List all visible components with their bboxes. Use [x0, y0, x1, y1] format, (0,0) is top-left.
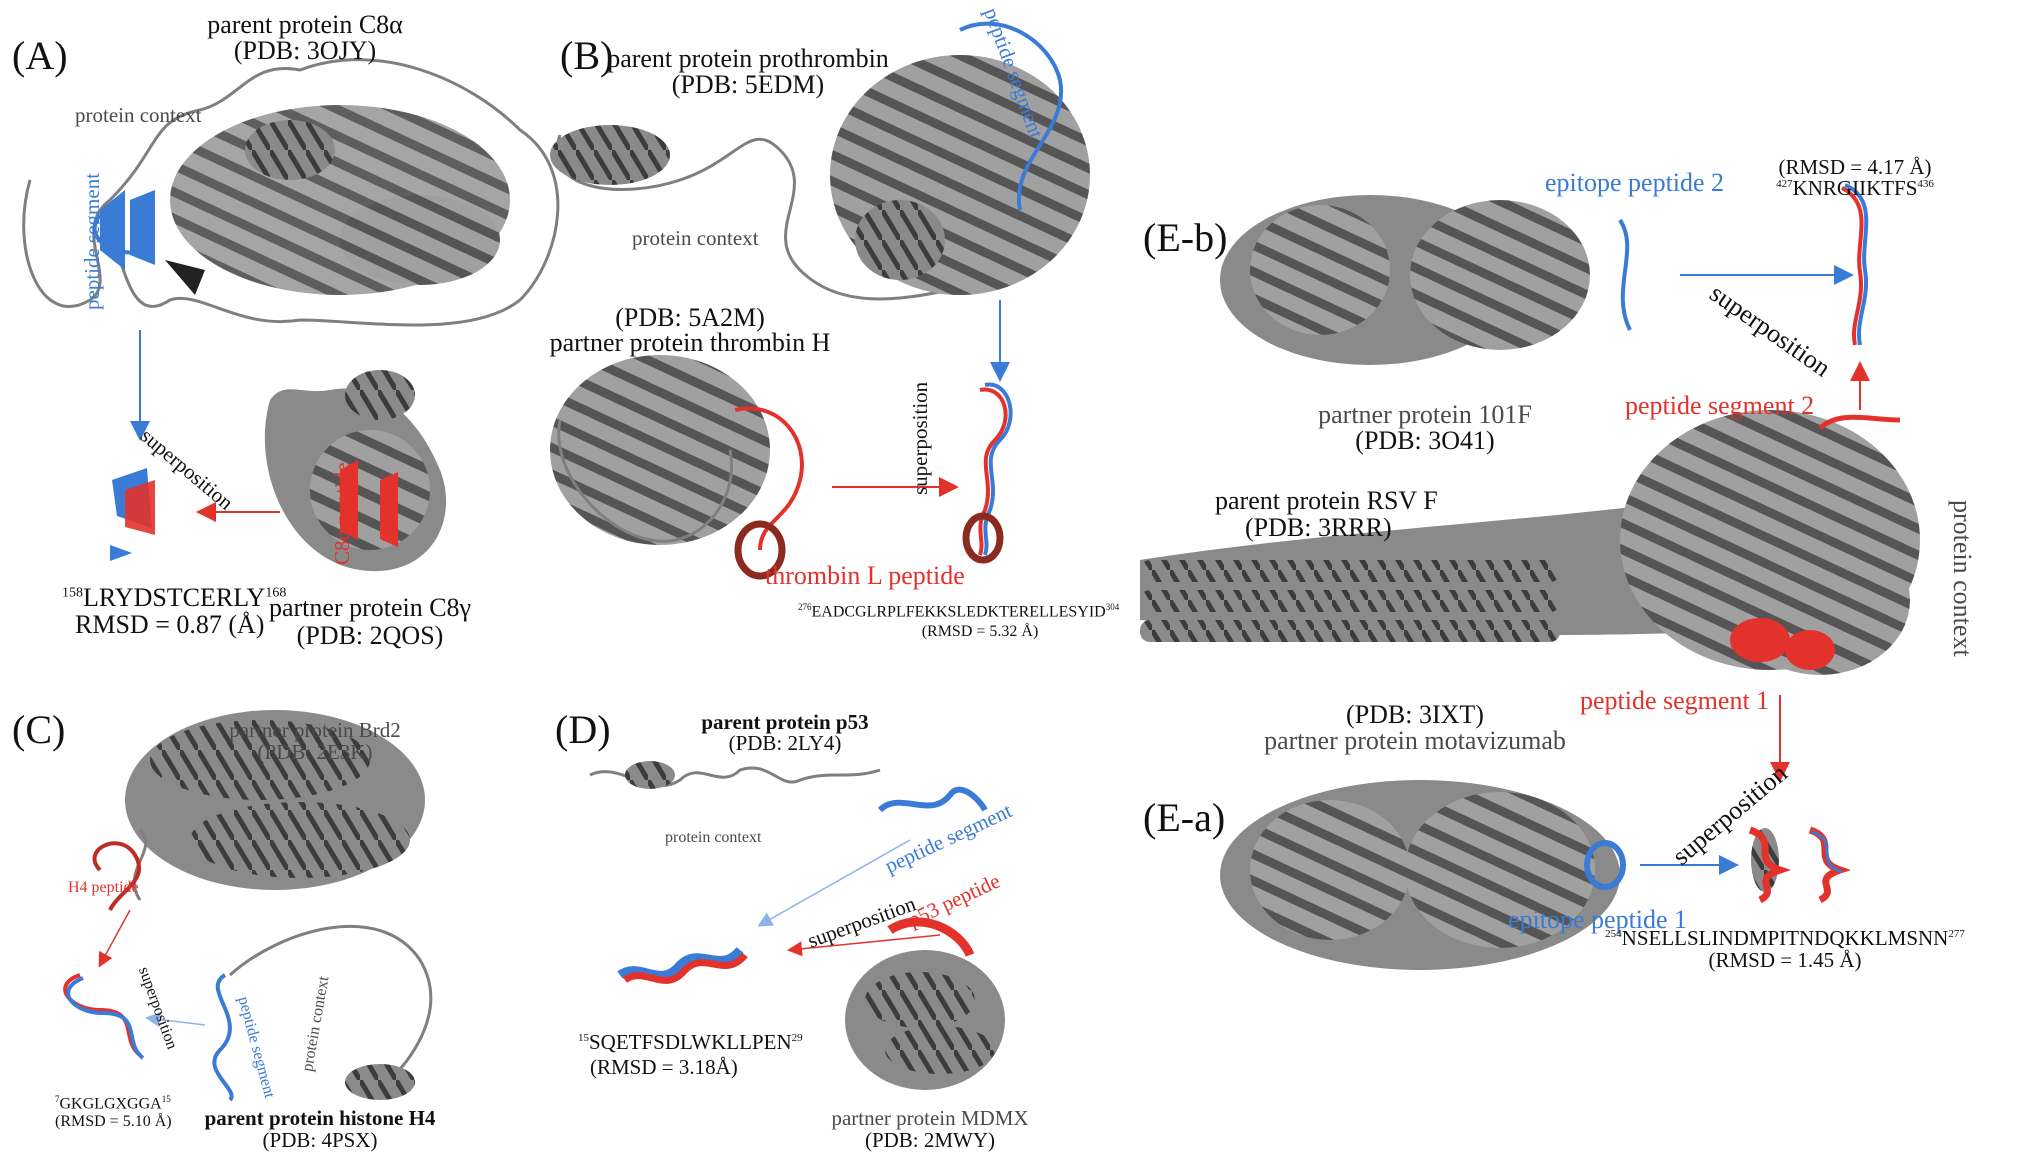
panel-d-sequence: 15SQETFSDLWKLLPEN29: [578, 1032, 803, 1053]
panel-ea-seq-start: 254: [1605, 928, 1622, 940]
panel-eb-seq-text: KNRGIIKTFS: [1792, 176, 1918, 200]
panel-b-parent-name: parent protein prothrombin: [607, 44, 889, 73]
panel-a-sequence: 158LRYDSTCERLY168: [62, 585, 286, 611]
panel-a-partner-name: partner protein C8γ: [268, 593, 472, 622]
panel-c-partner-name: partner protein Brd2: [229, 718, 401, 742]
panel-a-seq-end: 168: [265, 585, 287, 601]
panel-a-context: protein context: [75, 103, 202, 127]
panel-c-parent-structure: [212, 925, 433, 1102]
panel-a-segment: peptide segment: [80, 172, 104, 310]
panel-b-seq-text: EADCGLRPLFEKKSLEDKTERELLESYID: [811, 603, 1106, 621]
panel-eb-partner-name: partner protein 101F: [1318, 400, 1532, 429]
panel-a-partner-pdb: (PDB: 2QOS): [296, 621, 444, 650]
panel-d-tag: (D): [555, 707, 611, 752]
panel-a-superposition-fragment: [110, 468, 155, 561]
panel-eb-seq-end: 436: [1917, 178, 1934, 190]
panel-ea-partner-structure: [1220, 780, 1626, 970]
panel-b-partner-name: partner protein thrombin H: [549, 328, 831, 357]
panel-a-partner-peptide: C8α peptide: [330, 462, 354, 565]
panel-ea-seq-end: 277: [1948, 928, 1965, 940]
panel-c-sequence: 7GKGLGXGGA15: [55, 1095, 171, 1112]
panel-ea-tag: (E-a): [1143, 795, 1226, 840]
panel-eb-seq-start: 427: [1776, 178, 1793, 190]
panel-b-rmsd: (RMSD = 5.32 Å): [921, 623, 1039, 640]
panel-eb-partner-pdb: (PDB: 3O41): [1355, 426, 1495, 455]
panel-c-seq-start: 7: [55, 1094, 60, 1104]
panel-d-partner-structure: [845, 917, 1005, 1090]
panel-c-parent-name: parent protein histone H4: [204, 1106, 436, 1130]
panel-b-partner-pdb: (PDB: 5A2M): [615, 303, 765, 332]
panel-a-seq-text: LRYDSTCERLY: [83, 583, 266, 612]
panel-b-seq-start: 276: [798, 602, 812, 612]
panel-a-partner-structure: [264, 370, 447, 572]
panel-b-sequence: 276EADCGLRPLFEKKSLEDKTERELLESYID304: [798, 603, 1119, 620]
panel-b-superposition-fragment: [962, 382, 1013, 564]
panel-c-partner-structure: [125, 710, 425, 901]
panel-ea-partner-name: partner protein motavizumab: [1264, 726, 1566, 755]
panel-a-rmsd: RMSD = 0.87 (Å): [75, 610, 265, 639]
panel-eb-sequence: 427KNRGIIKTFS436: [1776, 178, 1934, 199]
panel-a-parent-name: parent protein C8α: [207, 10, 403, 39]
panel-a-parent-structure: [22, 58, 560, 327]
panel-d-rmsd: (RMSD = 3.18Å): [590, 1055, 738, 1079]
panel-d-seq-start: 15: [578, 1032, 589, 1044]
panel-eb-epitope: epitope peptide 2: [1545, 168, 1725, 197]
panel-d-parent-pdb: (PDB: 2LY4): [728, 731, 842, 755]
panel-e-context: protein context: [1948, 500, 1977, 657]
panel-eb-partner-structure: [1220, 195, 1632, 365]
panel-d-superposition-fragment: [617, 946, 748, 984]
panel-eb-superposition-fragment: [1840, 183, 1869, 346]
panel-ea-seq-text: NSELLSLINDMPITNDQKKLMSNN: [1621, 926, 1949, 950]
panel-d-seq-text: SQETFSDLWKLLPEN: [589, 1030, 792, 1054]
panel-b-partner-structure: [550, 355, 804, 580]
panel-b-partner-peptide: thrombin L peptide: [765, 561, 965, 590]
panel-e-parent-name: parent protein RSV F: [1215, 486, 1438, 515]
panel-ea-partner-pdb: (PDB: 3IXT): [1346, 700, 1484, 729]
panel-eb-segment: peptide segment 2: [1625, 391, 1815, 420]
panel-c-seq-end: 15: [161, 1094, 171, 1104]
panel-b-parent-pdb: (PDB: 5EDM): [671, 70, 825, 99]
panel-d-parent-structure: [589, 761, 988, 813]
panel-e-segment: peptide segment 1: [1580, 686, 1770, 715]
panel-b-tag: (B): [560, 33, 614, 78]
panel-d-partner-name: partner protein MDMX: [831, 1106, 1029, 1130]
panel-ea-epitope: epitope peptide 1: [1508, 905, 1688, 934]
panel-ea-superposition-fragment: [1748, 826, 1852, 904]
panel-c-seq-text: GKGLGXGGA: [59, 1095, 162, 1113]
panel-c-partner-pdb: (PDB: 2E3K): [257, 740, 373, 764]
panel-b-seq-end: 304: [1105, 602, 1120, 612]
panel-d-seq-end: 29: [791, 1032, 803, 1044]
panel-e-parent-structure: [1140, 410, 1920, 675]
panel-d-partner-pdb: (PDB: 2MWY): [864, 1128, 996, 1152]
panel-b-superposition: superposition: [908, 381, 932, 495]
panel-a-tag: (A): [12, 33, 68, 78]
panel-d-parent-name: parent protein p53: [701, 710, 869, 734]
panel-d-context: protein context: [665, 829, 762, 846]
panel-eb-tag: (E-b): [1143, 215, 1228, 260]
panel-c-tag: (C): [12, 707, 66, 752]
panel-ea-sequence: 254NSELLSLINDMPITNDQKKLMSNN277: [1605, 928, 1965, 949]
panel-a-parent-pdb: (PDB: 3OJY): [233, 36, 377, 65]
panel-e-parent-pdb: (PDB: 3RRR): [1245, 513, 1392, 542]
panel-b-context: protein context: [632, 226, 759, 250]
panel-b-parent-structure: [550, 21, 1090, 301]
panel-a-seq-start: 158: [62, 585, 83, 601]
panel-ea-rmsd: (RMSD = 1.45 Å): [1708, 948, 1862, 972]
panel-c-superposition-fragment: [63, 973, 145, 1060]
panel-c-rmsd: (RMSD = 5.10 Å): [55, 1113, 172, 1130]
panel-eb-rmsd: (RMSD = 4.17 Å): [1778, 155, 1932, 179]
panel-c-partner-peptide: H4 peptide: [68, 879, 139, 896]
panel-c-parent-pdb: (PDB: 4PSX): [262, 1128, 378, 1152]
